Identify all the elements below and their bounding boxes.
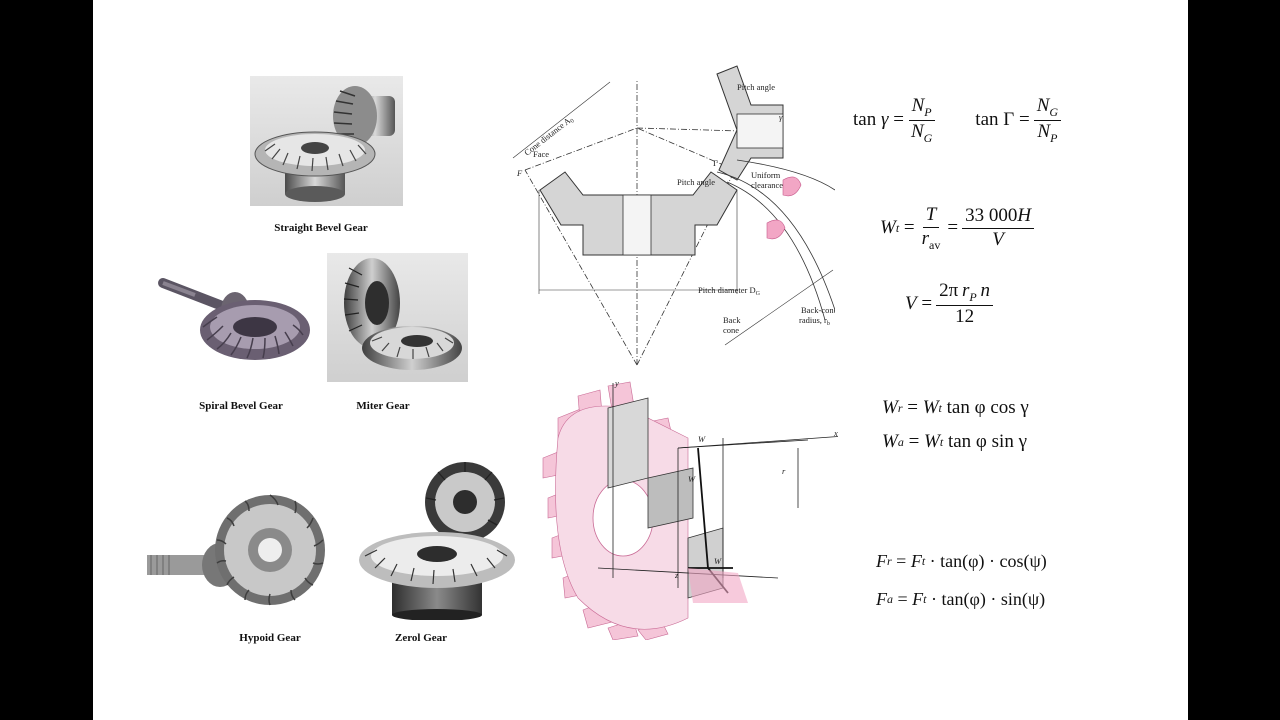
label-back-cone-radius-2: radius, rb — [799, 315, 830, 327]
label-uniform: Uniform — [751, 170, 781, 180]
label-cone-2: cone — [723, 325, 739, 335]
label-pitch-diameter: Pitch diameter DG — [698, 285, 761, 297]
label-face-f: F — [516, 168, 523, 178]
axis-z-label: z — [674, 570, 679, 580]
label-face: Face — [533, 149, 549, 159]
zerol-gear-illustration — [359, 462, 515, 620]
label-wt: W — [698, 434, 706, 444]
label-back-cone-radius-1: Back-cone — [801, 305, 835, 315]
pink-tooth-1 — [782, 176, 802, 197]
label-w: W — [688, 474, 696, 484]
zerol-gear-photo — [357, 460, 517, 620]
straight-bevel-gear-photo — [250, 76, 403, 206]
label-pitch-angle-top: Pitch angle — [737, 82, 775, 92]
label-clearance: clearance — [751, 180, 783, 190]
label-back-1: Back — [723, 315, 741, 325]
straight-bevel-gear-illustration — [254, 86, 395, 202]
pink-tooth-2 — [766, 219, 786, 240]
bevel-gear-geometry-diagram: Pitch angle Cone distance A0 Face F γ Γ … — [512, 65, 835, 366]
hypoid-gear-caption: Hypoid Gear — [239, 632, 301, 644]
label-rav: r — [782, 466, 786, 476]
hypoid-gear-photo — [145, 485, 335, 625]
label-gamma-small: γ — [779, 112, 783, 122]
slide: Straight Bevel Gear Spiral Bevel Gear — [93, 0, 1188, 720]
hypoid-gear-illustration — [147, 494, 325, 606]
label-pitch-angle-mid: Pitch angle — [677, 177, 715, 187]
label-gamma-big: Γ — [713, 158, 718, 168]
spiral-bevel-gear-illustration — [158, 278, 310, 360]
zerol-gear-caption: Zerol Gear — [394, 632, 448, 644]
straight-bevel-gear-caption: Straight Bevel Gear — [274, 222, 368, 234]
axis-x-label: x — [833, 428, 838, 438]
miter-gear-illustration — [343, 258, 462, 370]
spiral-bevel-gear-photo — [155, 265, 315, 385]
axis-y-label: y — [614, 378, 619, 388]
force-components-diagram: y x W W W r z — [542, 378, 838, 640]
miter-gear-photo — [327, 253, 468, 382]
miter-gear-caption: Miter Gear — [356, 400, 410, 412]
label-wr: W — [714, 556, 722, 566]
spiral-bevel-gear-caption: Spiral Bevel Gear — [199, 400, 283, 412]
